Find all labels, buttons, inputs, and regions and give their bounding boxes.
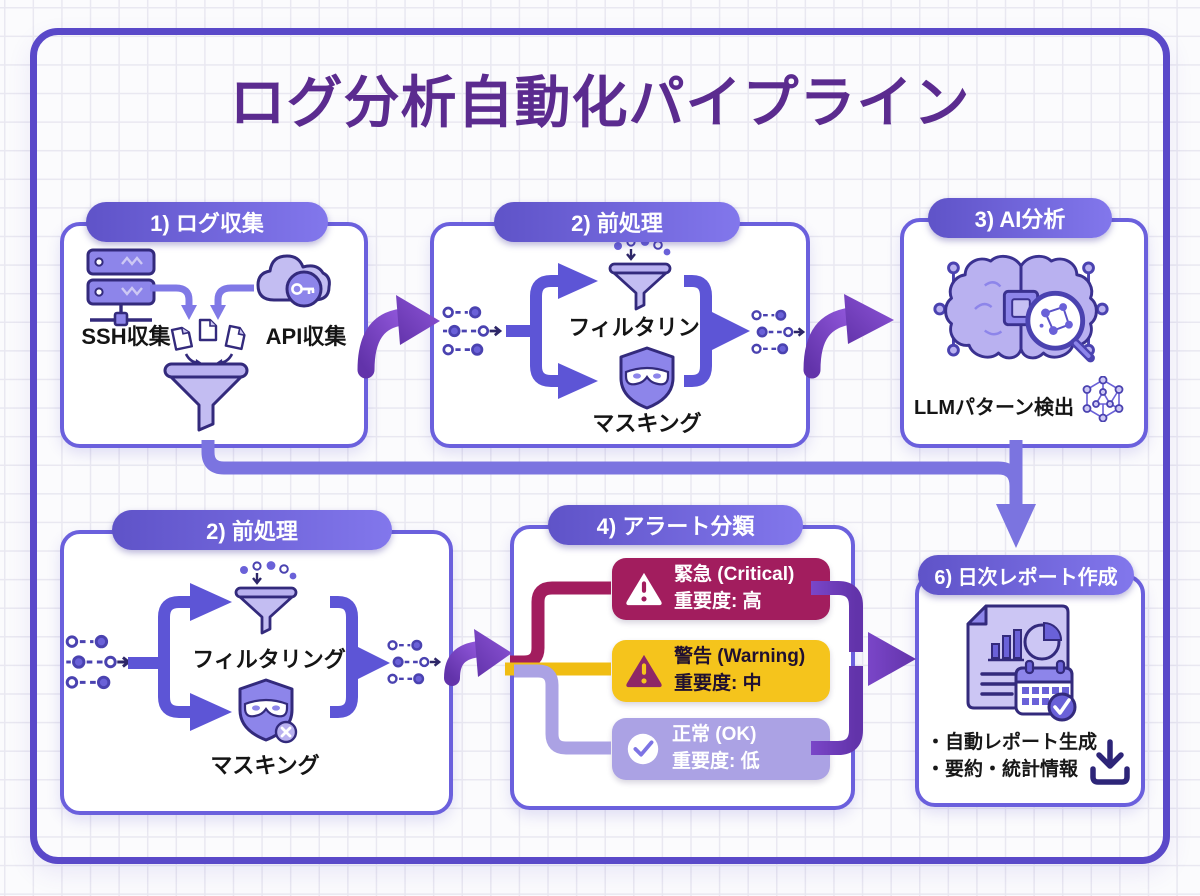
warning-triangle-icon [626,654,662,688]
api-label: API収集 [265,324,347,349]
data-stream-icon [442,306,503,356]
data-stream-icon [751,309,806,355]
alert-warning: 警告 (Warning) 重要度: 中 [612,640,830,702]
alert-warning-severity: 重要度: 中 [674,673,762,694]
header-log-collection: 1) ログ収集 [86,202,328,242]
header-ai-analysis: 3) AI分析 [928,198,1112,238]
data-stream-icon [387,639,442,685]
header-preprocess-bottom: 2) 前処理 [112,510,392,550]
network-graph-icon [1082,376,1124,422]
llm-caption: LLMパターン検出 [913,397,1075,419]
alert-warning-label: 警告 (Warning) [674,646,806,668]
mask-shield-icon [619,346,675,410]
report-calendar-icon [966,604,1077,722]
brain-circuit-magnifier-icon [933,254,1109,363]
warning-triangle-icon [626,572,662,606]
filter-label-top: フィルタリング [568,315,722,340]
mask-label-top: マスキング [592,411,702,436]
ssh-label: SSH収集 [81,324,171,349]
outer-frame [30,28,1170,864]
data-stream-icon [65,634,131,690]
alert-ok: 正常 (OK) 重要度: 低 [612,718,830,780]
alert-critical-label: 緊急 (Critical) [674,564,795,586]
mask-label-bottom: マスキング [210,753,320,778]
documents-icon [170,318,246,366]
alert-ok-severity: 重要度: 低 [672,751,760,772]
header-daily-report: 6) 日次レポート作成 [918,555,1134,595]
report-bullet-1: ・自動レポート生成 [926,732,1098,753]
page-title: ログ分析自動化パイプライン [229,71,971,134]
filter-funnel-icon [608,238,672,311]
check-circle-icon [627,733,659,765]
server-icon [86,248,156,327]
alert-ok-label: 正常 (OK) [672,724,757,746]
header-alert-classification: 4) アラート分類 [548,505,803,545]
header-preprocess-top: 2) 前処理 [494,202,740,242]
report-bullets: ・自動レポート生成 ・要約・統計情報 [926,729,1097,783]
funnel-icon [163,362,249,432]
cloud-key-icon [256,254,331,308]
download-icon [1090,739,1130,785]
filter-label-bottom: フィルタリング [192,647,346,672]
report-bullet-2: ・要約・統計情報 [926,759,1079,780]
alert-critical-severity: 重要度: 高 [674,591,762,612]
mask-shield-x-icon [238,678,298,744]
alert-critical: 緊急 (Critical) 重要度: 高 [612,558,830,620]
filter-funnel-icon [234,561,298,635]
